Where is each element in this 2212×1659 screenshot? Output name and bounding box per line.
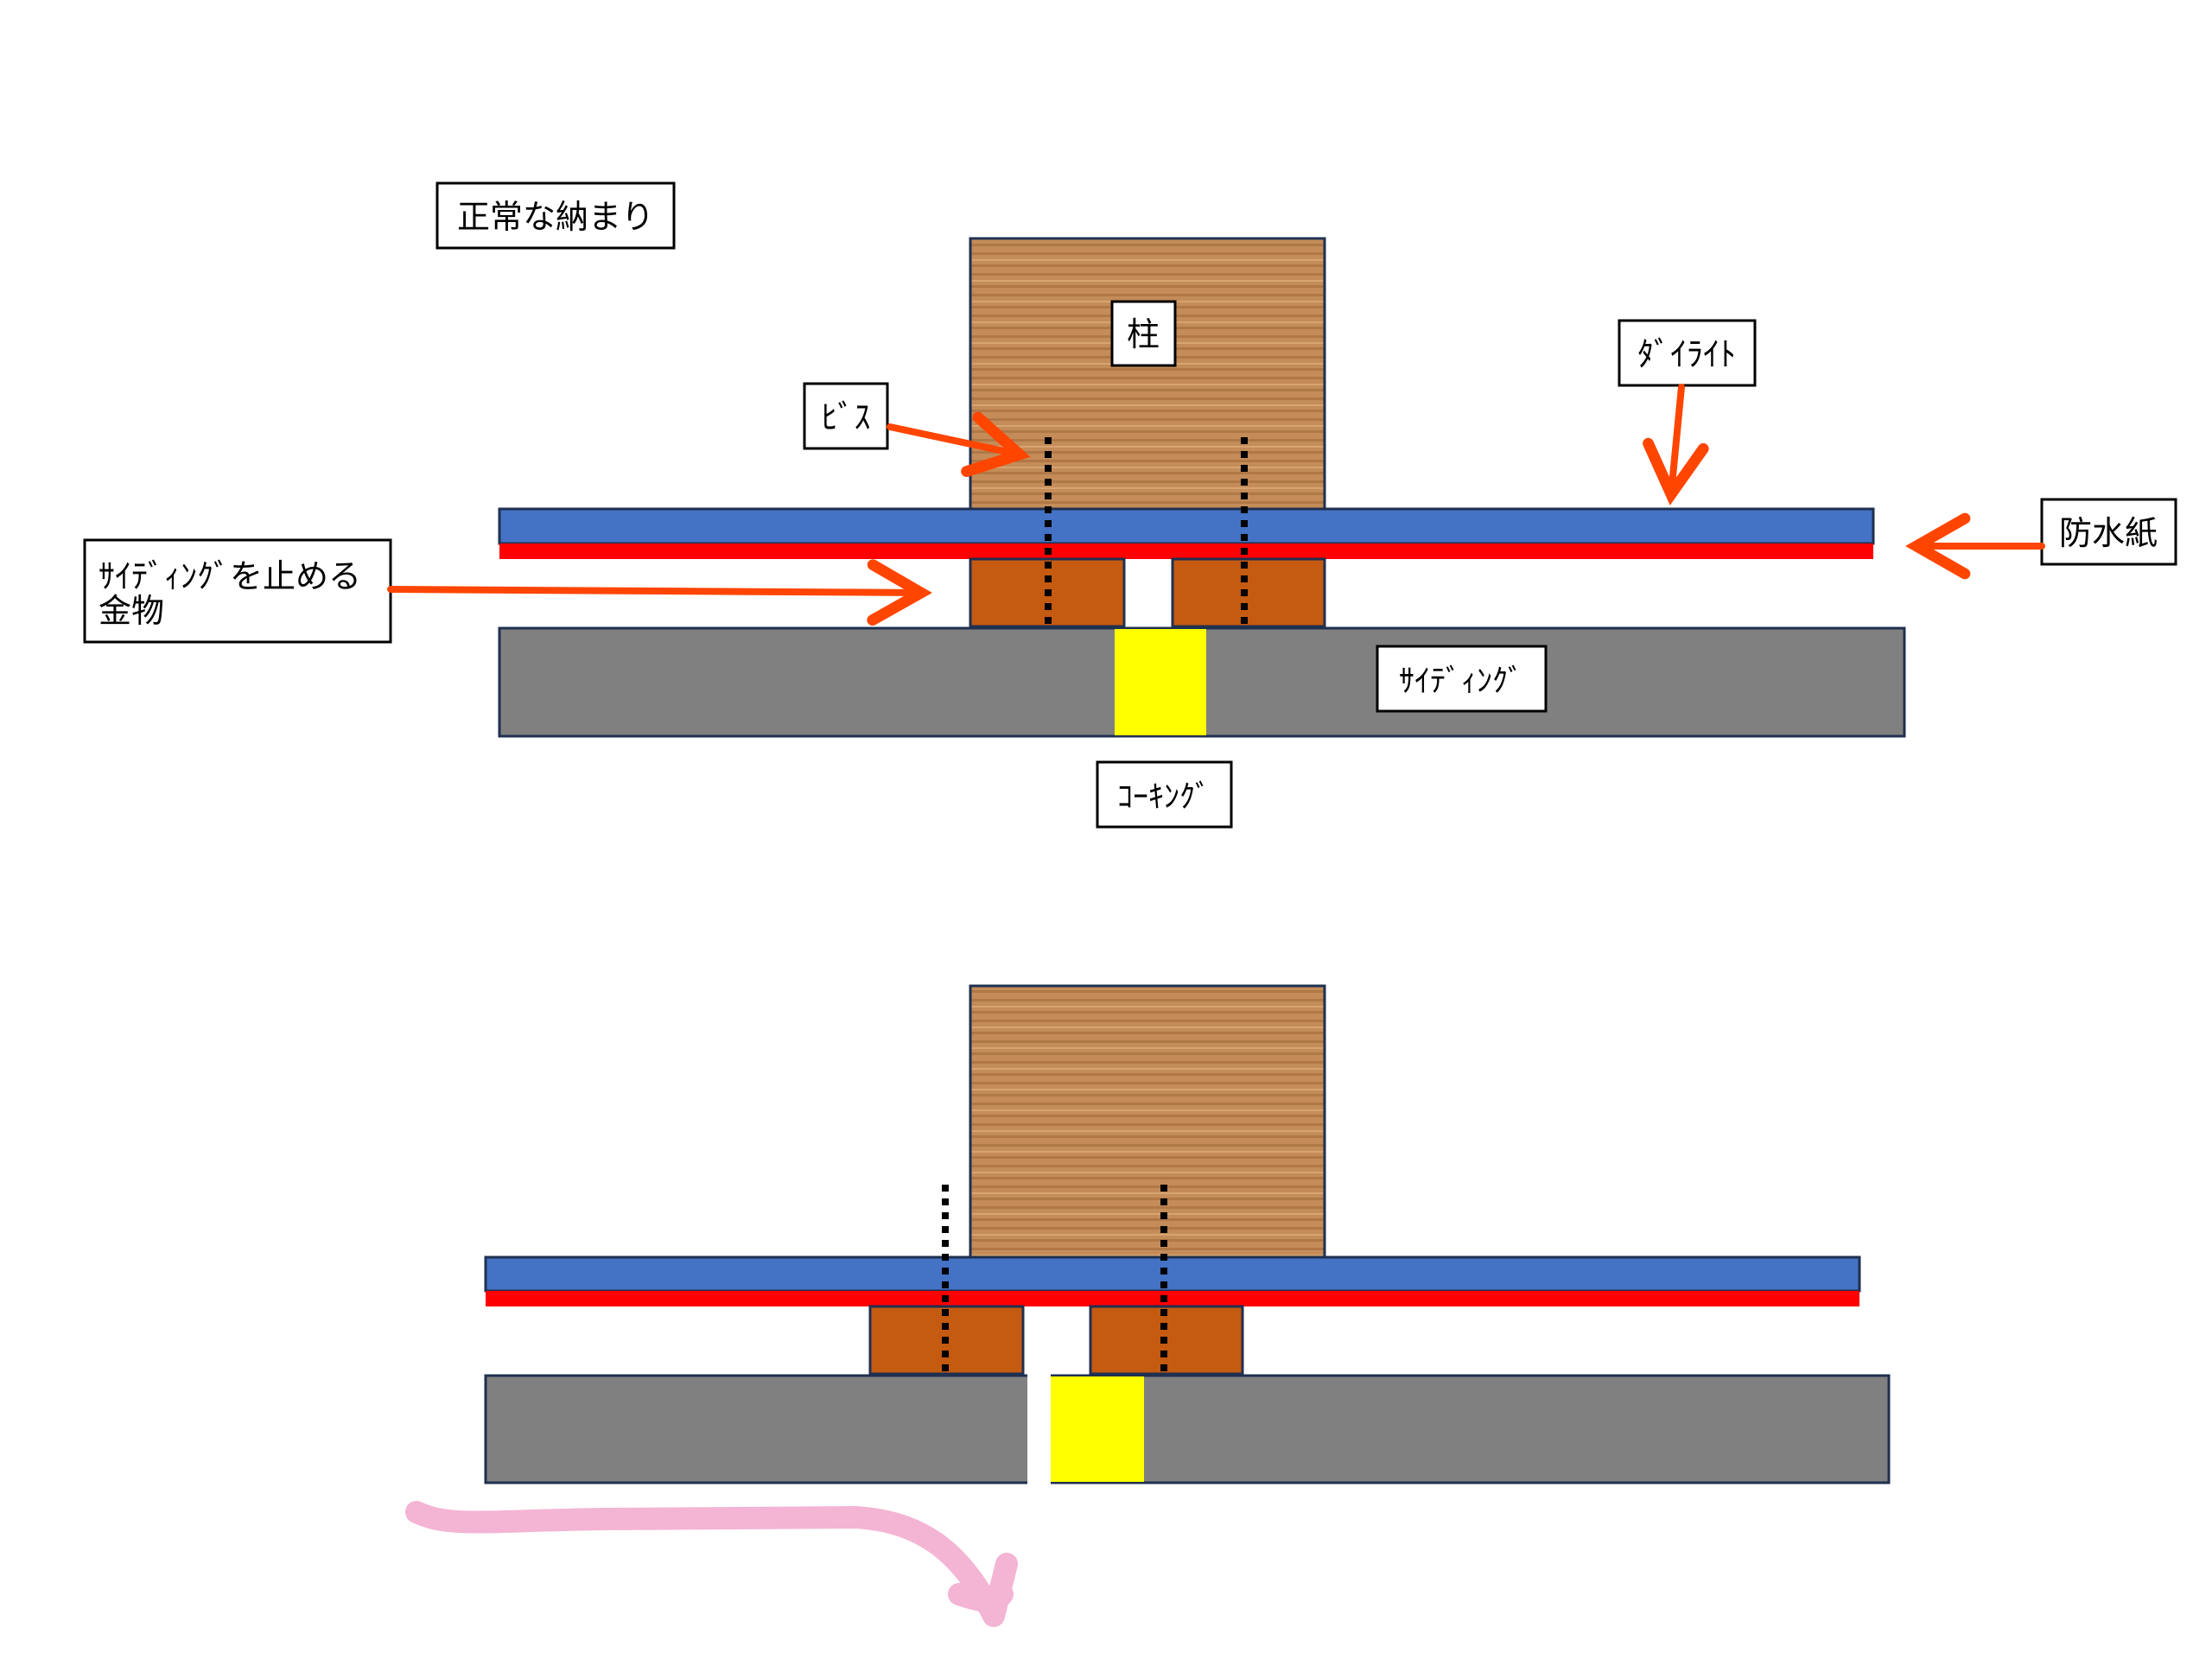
bracket-label-line2: 金物	[99, 592, 164, 630]
bracket-label-line1: ｻｲﾃﾞｨﾝｸﾞを止める	[99, 557, 361, 595]
waterproof-paper-label: 防水紙	[2040, 498, 2177, 566]
bottom-diagram	[405, 984, 1891, 1627]
waterproof-paper-layer	[486, 1291, 1859, 1306]
dailite-layer	[484, 1255, 1861, 1293]
caulking	[1051, 1376, 1144, 1482]
bracket-label: ｻｲﾃﾞｨﾝｸﾞを止める 金物	[83, 538, 392, 644]
dailite-arrow	[1643, 384, 1709, 505]
bracket-arrow	[387, 559, 932, 626]
screw-label-text: ﾋﾞｽ	[821, 398, 870, 436]
siding-board	[484, 1374, 1891, 1484]
waterproof-paper-label-text: 防水紙	[2059, 514, 2158, 552]
title-text: 正常な納まり	[457, 198, 654, 236]
pillar-label-text: 柱	[1127, 315, 1160, 353]
bracket-right	[1171, 557, 1326, 628]
pillar	[969, 237, 1326, 511]
siding-label-text: ｻｲﾃﾞｨﾝｸﾞ	[1399, 664, 1523, 699]
pink-water-flow-arrow	[405, 1501, 1018, 1627]
dailite-label: ﾀﾞｲﾗｲﾄ	[1618, 319, 1757, 387]
screw-label: ﾋﾞｽ	[803, 382, 889, 450]
siding-label: ｻｲﾃﾞｨﾝｸﾞ	[1376, 645, 1548, 713]
dailite-layer	[498, 507, 1875, 545]
caulking	[1115, 629, 1206, 735]
siding-gap	[1027, 1374, 1051, 1484]
dailite-label-text: ﾀﾞｲﾗｲﾄ	[1637, 335, 1736, 373]
caulking-label-text: ｺｰｷﾝｸﾞ	[1117, 779, 1211, 815]
pillar	[969, 984, 1326, 1259]
title-label: 正常な納まり	[435, 181, 676, 250]
top-diagram: 柱 ﾋﾞｽ ﾀﾞｲﾗｲﾄ 防水紙 ｻｲﾃﾞｨﾝｸﾞを止める 金物 ｻｲﾃﾞｨﾝｸ…	[83, 237, 2177, 829]
caulking-label: ｺｰｷﾝｸﾞ	[1096, 760, 1233, 829]
pillar-label: 柱	[1110, 300, 1177, 367]
screw-arrow	[887, 411, 1031, 478]
waterproof-paper-layer	[499, 543, 1873, 559]
